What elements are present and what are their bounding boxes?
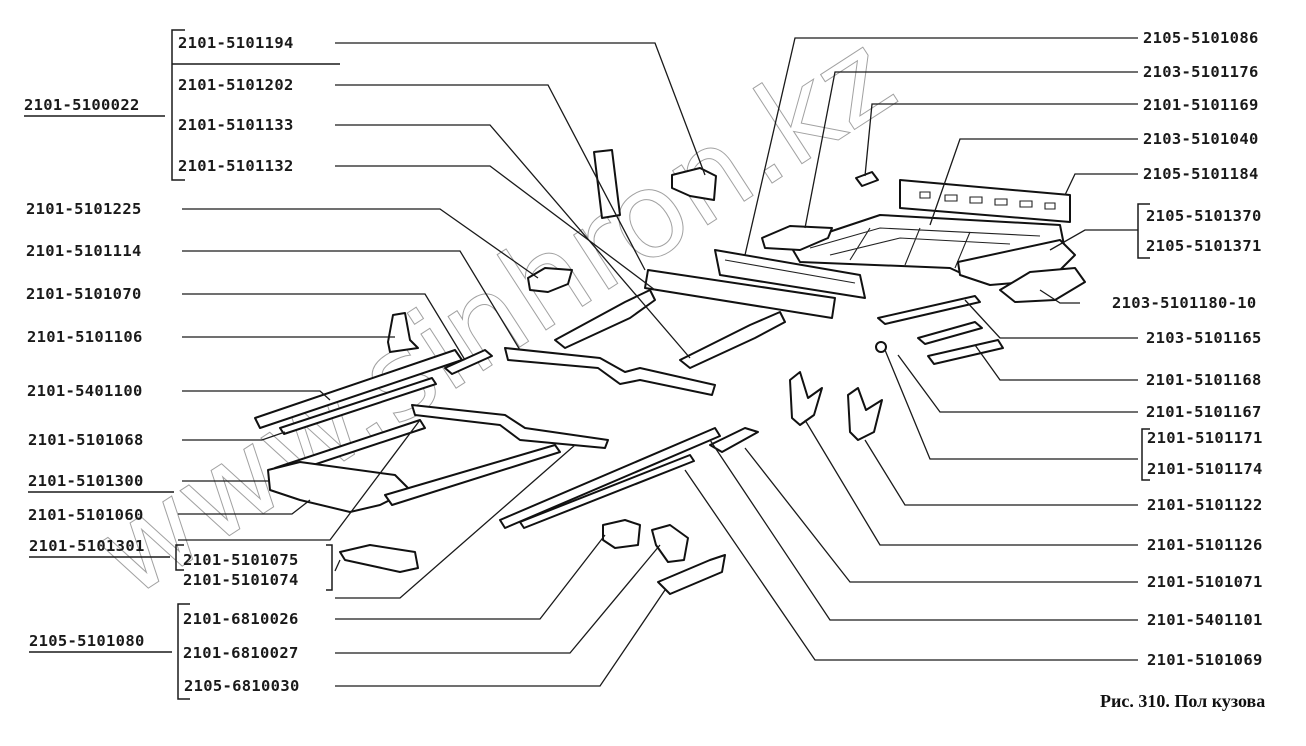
part-front-floor-left: [267, 461, 411, 513]
part-upright: [593, 149, 621, 219]
left-labels: 2101-5101194 2101-5101202 2101-5101133 2…: [26, 34, 300, 695]
part-clip: [875, 341, 887, 353]
part-front-crossmember: [714, 249, 866, 299]
part-sill-bracket-right: [709, 427, 759, 453]
label-2101-5101174: 2101-5101174: [1147, 460, 1263, 478]
label-2101-5101171: 2101-5101171: [1147, 429, 1263, 447]
label-2101-5101169: 2101-5101169: [1143, 96, 1259, 114]
label-2101-5401101: 2101-5401101: [1147, 611, 1263, 629]
label-2101-5101133: 2101-5101133: [178, 116, 294, 134]
label-2105-5101086: 2105-5101086: [1143, 29, 1259, 47]
group-bracket-2101-5100022: [171, 29, 185, 181]
part-floor-rail-mid: [384, 444, 561, 506]
group-bracket-2105-5101080: [177, 603, 190, 700]
label-2101-5101202: 2101-5101202: [178, 76, 294, 94]
part-top-bracket: [671, 167, 717, 201]
label-2105-5101371: 2105-5101371: [1146, 237, 1262, 255]
label-2101-5101126: 2101-5101126: [1147, 536, 1263, 554]
brackets: [171, 29, 1150, 700]
group-bracket-370-371: [1137, 203, 1150, 259]
part-small-bracket: [855, 171, 879, 187]
part-arm-left: [554, 289, 656, 349]
part-rear-crossmember: [899, 179, 1071, 223]
label-2101-6810027: 2101-6810027: [183, 644, 299, 662]
label-2101-5101070: 2101-5101070: [26, 285, 142, 303]
part-cap: [527, 267, 573, 293]
figure-caption: Рис. 310. Пол кузова: [1100, 691, 1265, 711]
part-bracket-left: [789, 371, 823, 426]
label-2101-5101167: 2101-5101167: [1146, 403, 1262, 421]
label-2101-5101060: 2101-5101060: [28, 506, 144, 524]
part-floor-bracket-small: [339, 544, 419, 573]
label-2105-5101370: 2105-5101370: [1146, 207, 1262, 225]
group-bracket-075-074: [175, 544, 184, 571]
watermark: www.sinhron.kz: [70, 6, 918, 624]
part-jack-bracket-c: [657, 554, 726, 595]
label-2101-5101168: 2101-5101168: [1146, 371, 1262, 389]
label-2105-6810030: 2105-6810030: [184, 677, 300, 695]
label-2101-5101300: 2101-5101300: [28, 472, 144, 490]
part-sill-bracket: [444, 349, 493, 375]
label-2101-5101122: 2101-5101122: [1147, 496, 1263, 514]
label-2101-5401100: 2101-5401100: [27, 382, 143, 400]
part-arm-right: [679, 311, 786, 369]
label-2103-5101165: 2103-5101165: [1146, 329, 1262, 347]
part-floor-pad: [761, 225, 833, 251]
label-2101-5101074: 2101-5101074: [183, 571, 299, 589]
part-front-floor-crossmember: [644, 269, 836, 319]
label-2101-5101068: 2101-5101068: [28, 431, 144, 449]
part-jack-bracket-b: [651, 524, 689, 563]
part-bracket-right: [847, 387, 883, 441]
label-2105-5101080: 2105-5101080: [29, 632, 145, 650]
label-2101-5101301: 2101-5101301: [29, 537, 145, 555]
part-longitudinal: [411, 404, 609, 449]
parts: [254, 149, 1086, 595]
left-leaders: [178, 42, 706, 687]
part-sill-reinforcement-left: [279, 377, 437, 435]
label-2101-5101225: 2101-5101225: [26, 200, 142, 218]
part-t-bracket: [387, 312, 419, 353]
part-plate-a: [917, 321, 983, 345]
label-2103-5101040: 2103-5101040: [1143, 130, 1259, 148]
label-2101-6810026: 2101-6810026: [183, 610, 299, 628]
label-2101-5101106: 2101-5101106: [27, 328, 143, 346]
label-2101-5101132: 2101-5101132: [178, 157, 294, 175]
part-jack-bracket-a: [602, 519, 641, 549]
part-tunnel-member: [504, 347, 716, 396]
part-sill-reinforcement-right: [519, 454, 695, 529]
label-2101-5101071: 2101-5101071: [1147, 573, 1263, 591]
part-rear-side-member: [877, 295, 981, 325]
part-plate-b: [927, 339, 1004, 365]
watermark-text: www.sinhron.kz: [70, 6, 917, 623]
part-spare-well: [999, 267, 1086, 303]
part-sill-right: [499, 427, 721, 529]
label-2101-5101075: 2101-5101075: [183, 551, 299, 569]
right-leaders: [684, 37, 1138, 661]
group-bracket-171-174: [1141, 428, 1150, 481]
right-labels: 2105-5101086 2103-5101176 2101-5101169 2…: [1112, 29, 1263, 669]
label-2101-5101194: 2101-5101194: [178, 34, 294, 52]
label-2105-5101184: 2105-5101184: [1143, 165, 1259, 183]
label-2103-5101180-10: 2103-5101180-10: [1112, 294, 1256, 312]
label-2101-5101114: 2101-5101114: [26, 242, 142, 260]
label-2101-5101069: 2101-5101069: [1147, 651, 1263, 669]
assembly-labels: 2101-5100022 2105-5101080: [24, 96, 172, 653]
label-2101-5100022: 2101-5100022: [24, 96, 140, 114]
label-2103-5101176: 2103-5101176: [1143, 63, 1259, 81]
